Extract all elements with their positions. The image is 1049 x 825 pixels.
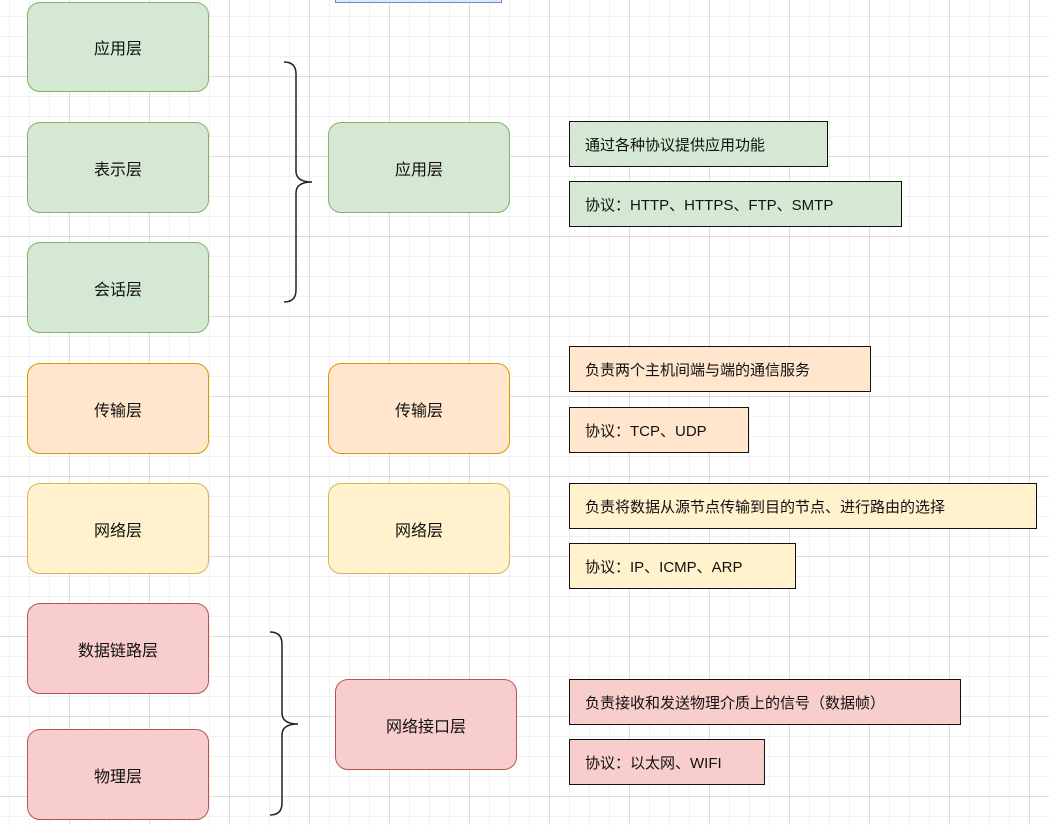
- osi-session-layer[interactable]: 会话层: [27, 242, 209, 333]
- interface-description-note[interactable]: 负责接收和发送物理介质上的信号（数据帧）: [569, 679, 961, 725]
- tcpip-network-label: 网络层: [394, 522, 443, 540]
- tcpip-network-interface-layer[interactable]: 网络接口层: [335, 679, 517, 770]
- osi-physical-layer[interactable]: 物理层: [27, 729, 209, 820]
- network-description-note[interactable]: 负责将数据从源节点传输到目的节点、进行路由的选择: [569, 483, 1037, 529]
- application-description-note[interactable]: 通过各种协议提供应用功能: [569, 121, 828, 167]
- tcpip-application-layer[interactable]: 应用层: [328, 122, 510, 213]
- interface-description-text: 负责接收和发送物理介质上的信号（数据帧）: [585, 694, 886, 712]
- partial-shape-top: [335, 0, 502, 3]
- transport-description-text: 负责两个主机间端与端的通信服务: [585, 361, 811, 379]
- network-protocol-note[interactable]: 协议：IP、ICMP、ARP: [569, 543, 796, 589]
- osi-application-label: 应用层: [93, 41, 142, 58]
- osi-transport-layer[interactable]: 传输层: [27, 363, 209, 454]
- network-protocol-text: 协议：IP、ICMP、ARP: [585, 558, 743, 576]
- tcpip-network-interface-label: 网络接口层: [385, 718, 466, 736]
- osi-transport-label: 传输层: [93, 402, 142, 420]
- application-description-text: 通过各种协议提供应用功能: [585, 136, 766, 154]
- transport-description-note[interactable]: 负责两个主机间端与端的通信服务: [569, 346, 871, 392]
- tcpip-transport-label: 传输层: [394, 402, 443, 420]
- osi-presentation-label: 表示层: [93, 161, 142, 179]
- osi-network-label: 网络层: [93, 522, 142, 540]
- tcpip-application-label: 应用层: [394, 161, 443, 179]
- application-protocol-note[interactable]: 协议：HTTP、HTTPS、FTP、SMTP: [569, 181, 902, 227]
- osi-application-layer[interactable]: 应用层: [27, 2, 209, 92]
- osi-session-label: 会话层: [93, 281, 142, 299]
- interface-protocol-note[interactable]: 协议：以太网、WIFI: [569, 739, 765, 785]
- osi-datalink-layer[interactable]: 数据链路层: [27, 603, 209, 694]
- application-protocol-text: 协议：HTTP、HTTPS、FTP、SMTP: [585, 196, 834, 214]
- tcpip-transport-layer[interactable]: 传输层: [328, 363, 510, 454]
- osi-presentation-layer[interactable]: 表示层: [27, 122, 209, 213]
- osi-datalink-label: 数据链路层: [77, 642, 158, 660]
- tcpip-network-layer[interactable]: 网络层: [328, 483, 510, 574]
- osi-network-layer[interactable]: 网络层: [27, 483, 209, 574]
- network-description-text: 负责将数据从源节点传输到目的节点、进行路由的选择: [585, 498, 946, 516]
- transport-protocol-note[interactable]: 协议：TCP、UDP: [569, 407, 749, 453]
- lower-brace: [269, 631, 299, 816]
- upper-brace: [283, 61, 313, 303]
- osi-physical-label: 物理层: [93, 768, 142, 786]
- transport-protocol-text: 协议：TCP、UDP: [585, 422, 707, 440]
- interface-protocol-text: 协议：以太网、WIFI: [585, 754, 722, 772]
